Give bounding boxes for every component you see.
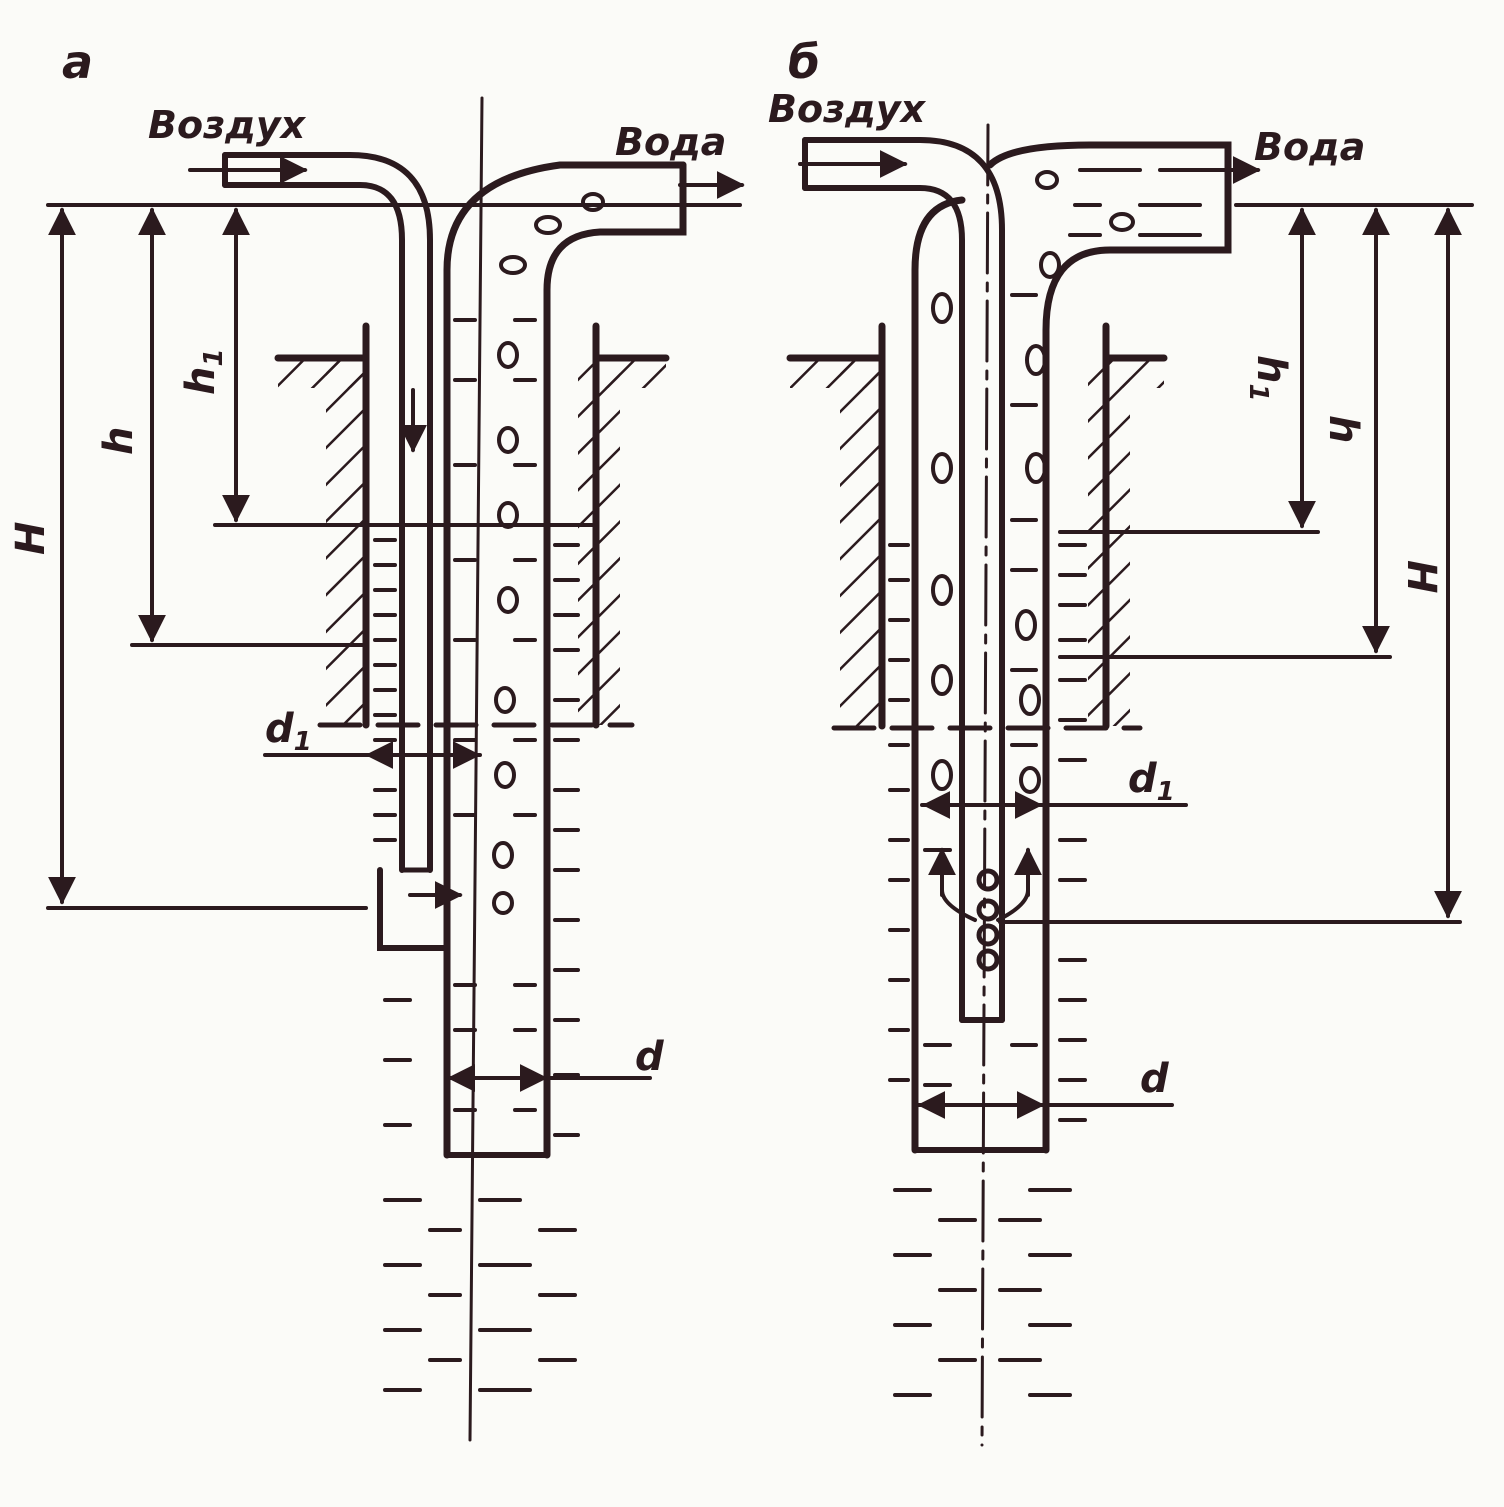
bubbles-a — [492, 192, 605, 915]
air-pipe-b-outer — [802, 137, 1005, 1023]
dim-h-label-b: h — [1320, 415, 1366, 443]
panel-label-b: б — [788, 35, 820, 89]
axis-b — [980, 123, 990, 1447]
well-wall-hatch-a-left — [326, 358, 366, 725]
dim-d1-label-b: d1 — [1128, 756, 1175, 807]
water-label-b: Вода — [1254, 125, 1365, 169]
dim-h1-sub-b: 1 — [1243, 383, 1273, 401]
dim-d1-sub-b: 1 — [1157, 777, 1175, 807]
water-label-a: Вода — [615, 120, 726, 164]
dim-h1-sub-a: 1 — [199, 348, 229, 366]
dim-h1-label-b: h1 — [1243, 355, 1294, 402]
lift-dashes-a — [453, 318, 537, 1112]
axis-a — [468, 96, 484, 1442]
air-pipe-a-outer — [222, 152, 433, 873]
dim-d1-main-a: d — [265, 706, 294, 752]
dim-H-label-b: H — [1398, 560, 1444, 593]
dim-d1-label-a: d1 — [265, 706, 312, 757]
well-bottom-dashes-b — [893, 1188, 1072, 1397]
air-label-b: Воздух — [768, 87, 927, 131]
bubbles-b — [931, 170, 1135, 794]
lift-dashes-b — [923, 168, 1202, 1087]
lift-pipe-b-right — [986, 141, 1232, 1154]
dim-d1-sub-a: 1 — [294, 727, 312, 757]
well-wall-hatch-b-left — [840, 358, 882, 726]
dim-h-label-a: h — [96, 427, 142, 455]
dim-h1-main-b: h — [1248, 355, 1294, 383]
dim-h1-label-a: h1 — [178, 348, 229, 395]
diagram-a — [46, 96, 745, 1442]
air-pipe-a-inner — [222, 182, 405, 873]
water-dashes-a — [373, 538, 580, 1137]
dim-H-label-a: H — [8, 522, 54, 555]
dim-d1-main-b: d — [1128, 756, 1157, 802]
well-bottom-dashes-a — [383, 998, 577, 1392]
dim-d-label-a: d — [635, 1034, 664, 1080]
air-label-a: Воздух — [148, 103, 307, 147]
lift-pipe-a-outer — [543, 161, 687, 1159]
lift-pipe-a-inner — [443, 161, 687, 1159]
panel-label-a: а — [62, 35, 93, 89]
diagram-b — [786, 123, 1474, 1447]
nozzle-bubbles-b — [928, 847, 1042, 972]
lift-pipe-a-step — [377, 867, 450, 951]
water-dashes-b — [888, 543, 1087, 1122]
lift-pipe-b-left — [911, 196, 966, 1154]
dim-d-label-b: d — [1140, 1056, 1169, 1102]
dim-h1-main-a: h — [178, 367, 224, 395]
